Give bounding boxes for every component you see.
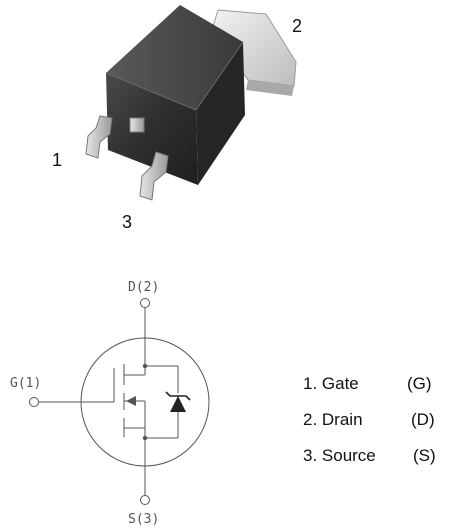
source-label: S(3): [128, 512, 159, 527]
drain-terminal: [140, 298, 150, 308]
pin-number-3: 3: [122, 212, 132, 232]
gate-terminal: [29, 397, 39, 407]
mosfet-schematic: D(2) G(1): [10, 280, 210, 527]
lead-3-source: [139, 151, 169, 201]
legend-item-drain-code: (D): [411, 410, 435, 429]
gate-label: G(1): [10, 376, 41, 391]
lead-1-gate: [85, 115, 113, 159]
diode-cathode-bar: [165, 391, 191, 401]
legend-item-gate-name: 1. Gate: [303, 374, 359, 393]
package-illustration: 2 1 3: [52, 5, 302, 232]
package-body: [105, 5, 245, 185]
body-diode-icon: [170, 396, 186, 412]
legend-item-source-name: 3. Source: [303, 446, 376, 465]
body-arrow-icon: [126, 396, 136, 406]
pin-number-2: 2: [292, 16, 302, 36]
legend-item-gate-code: (G): [407, 374, 432, 393]
source-terminal: [140, 495, 150, 505]
legend-item-gate: 1. Gate (G): [303, 374, 432, 393]
pin-number-1: 1: [52, 150, 62, 170]
lead-center-stub: [129, 117, 145, 133]
legend-item-drain-name: 2. Drain: [303, 410, 363, 429]
legend-item-source-code: (S): [413, 446, 436, 465]
legend-item-source: 3. Source (S): [303, 446, 436, 465]
legend-item-drain: 2. Drain (D): [303, 410, 435, 429]
pin-legend: 1. Gate (G) 2. Drain (D) 3. Source (S): [303, 374, 436, 465]
drain-label: D(2): [128, 280, 159, 295]
